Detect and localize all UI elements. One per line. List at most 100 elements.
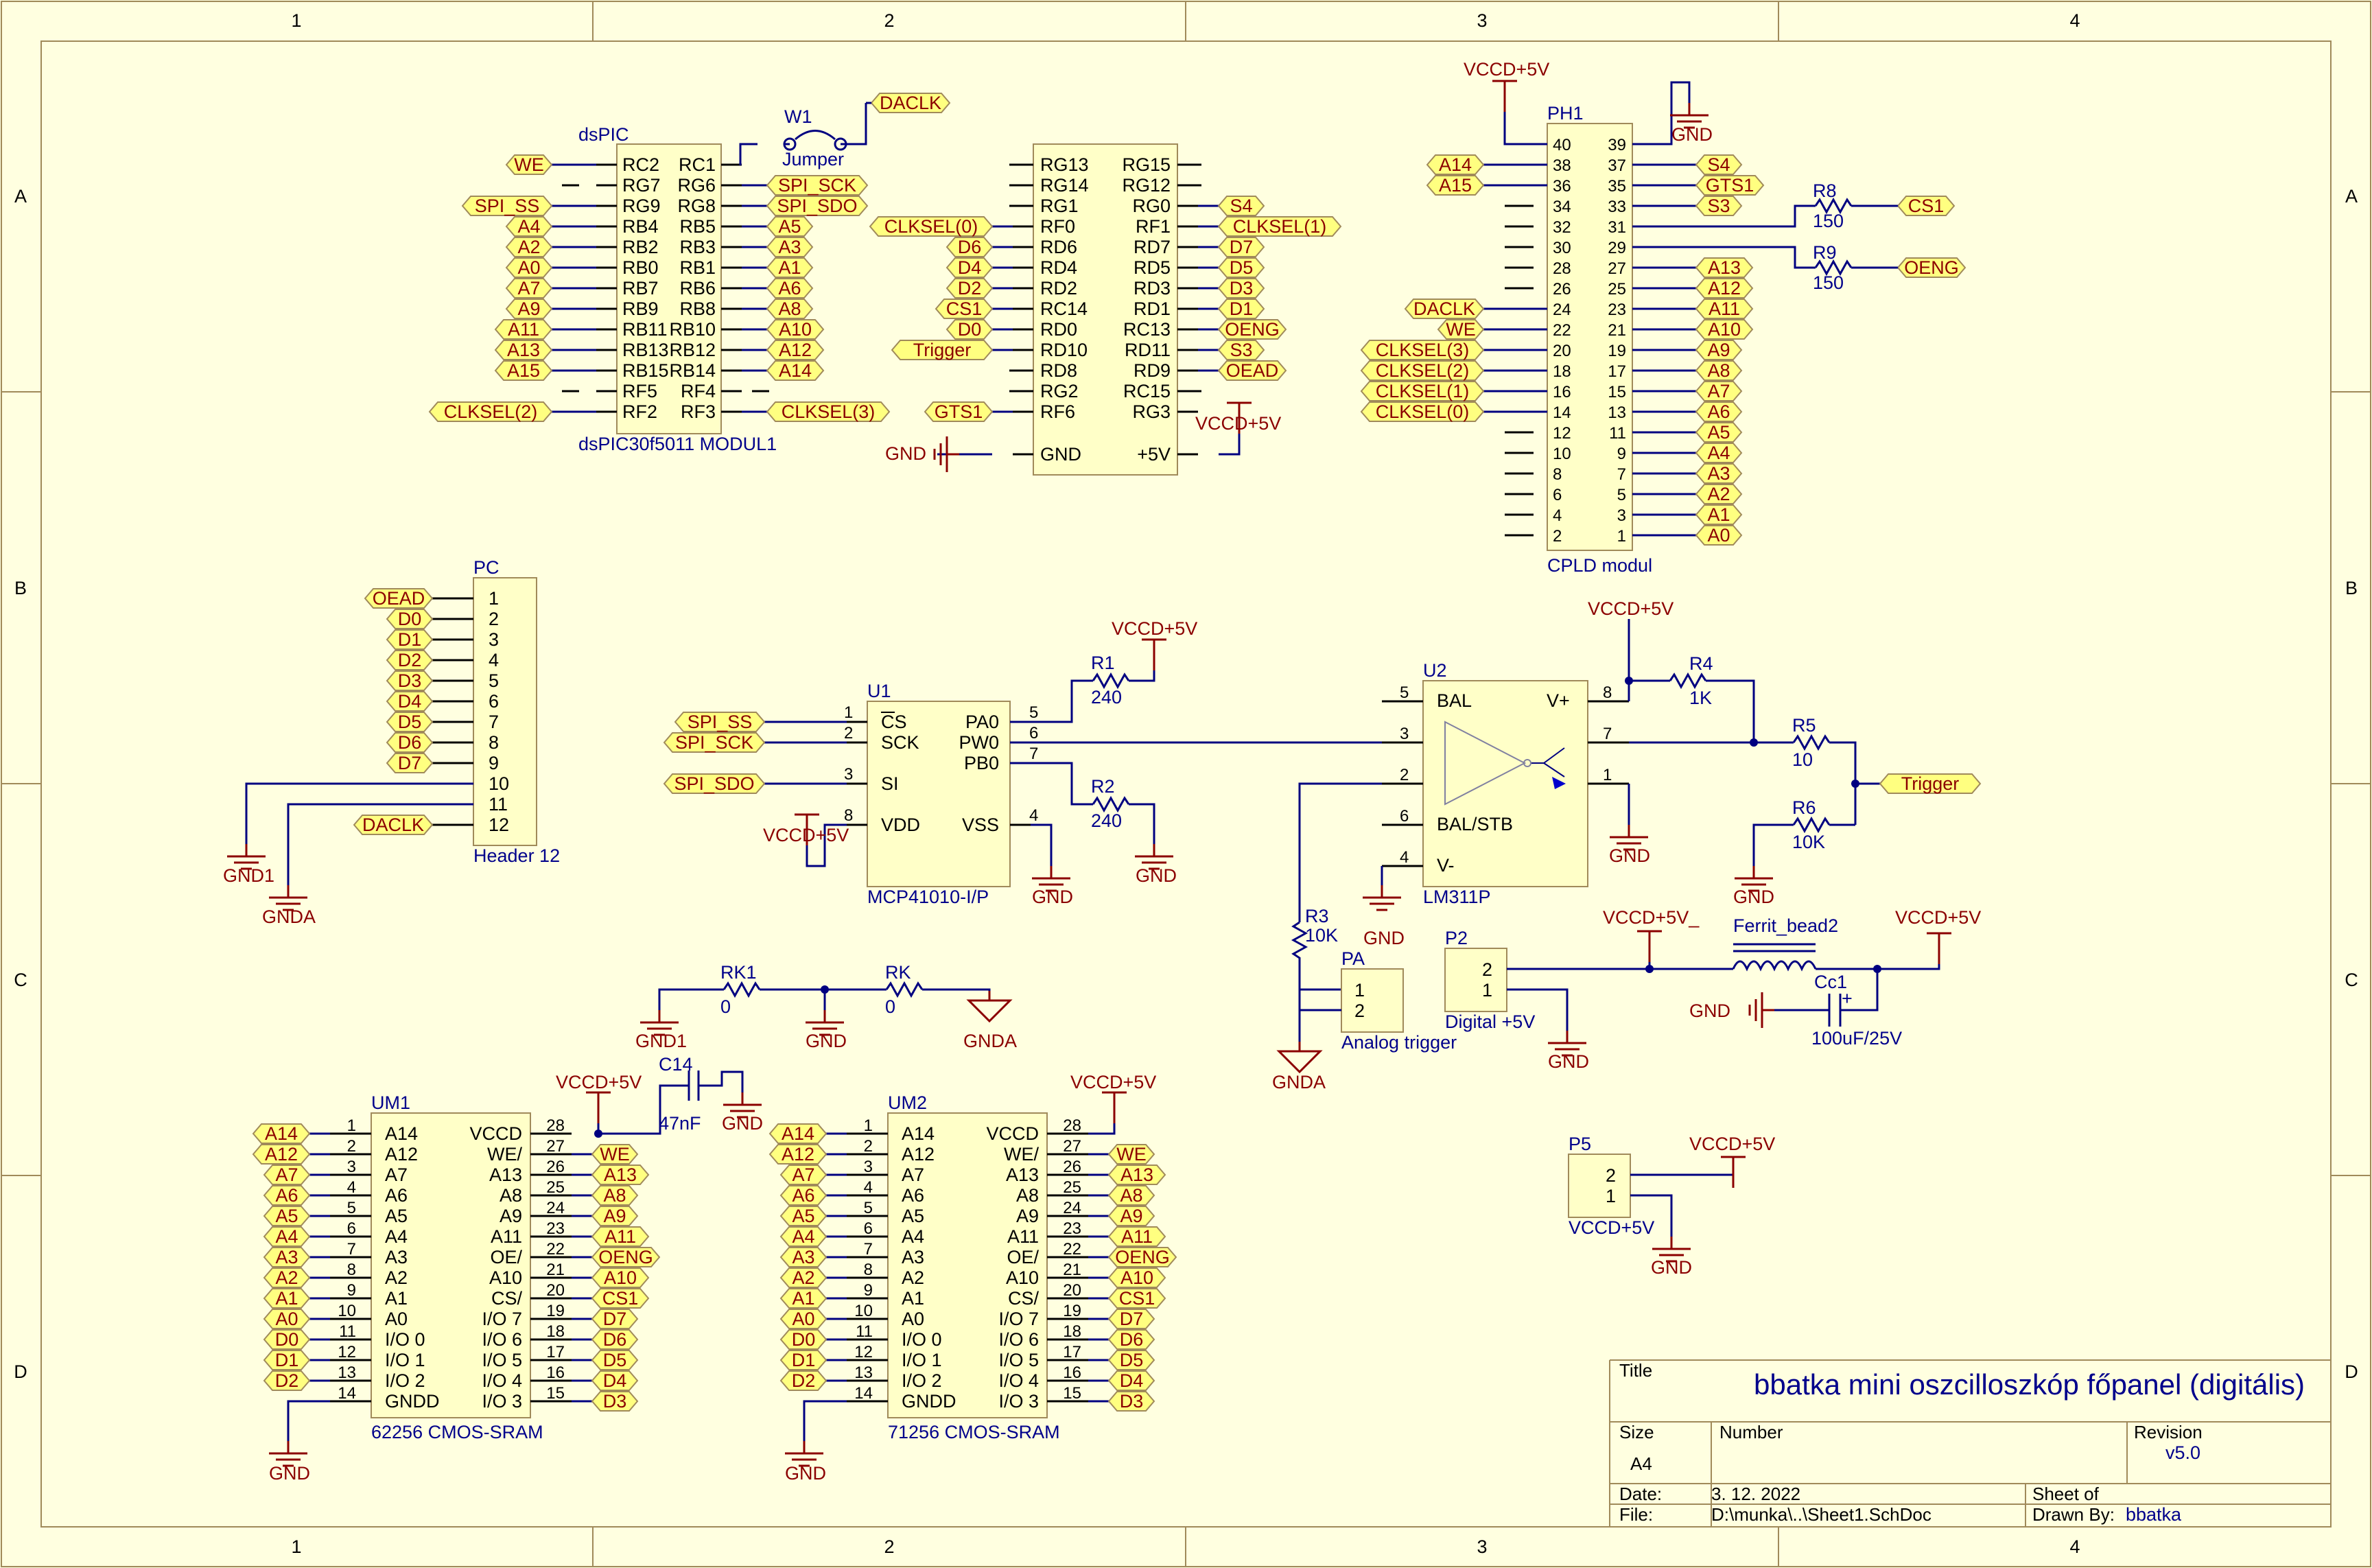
cpld-net-right[interactable]: A7 bbox=[1695, 381, 1743, 401]
r8-net[interactable]: CS1 bbox=[1897, 196, 1956, 216]
um2-pins-net-right[interactable]: OENG bbox=[1107, 1247, 1177, 1267]
mod2-net-right[interactable]: D3 bbox=[1217, 278, 1265, 299]
um1-pins-net-right[interactable]: CS1 bbox=[591, 1288, 650, 1309]
cpld-net-right[interactable]: A4 bbox=[1695, 443, 1743, 463]
dspic-net-right[interactable]: A14 bbox=[766, 360, 825, 381]
um1-pins-net-right[interactable]: A13 bbox=[591, 1165, 650, 1185]
um2-pins-net-left[interactable]: D0 bbox=[779, 1329, 827, 1350]
cpld-net-left[interactable]: CLKSEL(1) bbox=[1360, 381, 1485, 401]
dspic-net-left[interactable]: A11 bbox=[494, 319, 553, 340]
mod2-net-right[interactable]: S4 bbox=[1217, 196, 1265, 216]
pc-net[interactable]: D3 bbox=[386, 670, 434, 691]
cpld-net-right[interactable]: A5 bbox=[1695, 422, 1743, 443]
comparator-u2[interactable]: U2 LM311P BAL V+ BAL/STB V- 5 8 3 2 7 1 … bbox=[1010, 598, 1794, 948]
um2-pins-net-left[interactable]: A6 bbox=[779, 1185, 827, 1206]
resistor-r9[interactable]: R9 150 bbox=[1632, 242, 1898, 293]
cpld-net-left[interactable]: CLKSEL(2) bbox=[1360, 360, 1485, 381]
um1-pins-net-right[interactable]: D7 bbox=[591, 1309, 639, 1329]
um1-pins-net-right[interactable]: D3 bbox=[591, 1391, 639, 1412]
ferrite-bead[interactable]: VCCD+5V_ Ferrit_bead2 VCCD+5V bbox=[1603, 907, 1981, 973]
pc-net[interactable]: D1 bbox=[386, 629, 434, 650]
um1-pins-net-left[interactable]: A12 bbox=[252, 1144, 311, 1165]
mod2-net-left[interactable]: D4 bbox=[946, 257, 994, 278]
pc-net[interactable]: D6 bbox=[386, 732, 434, 753]
sram-um1[interactable]: UM1 62256 CMOS-SRAM A141A14A122A12A73A7A… bbox=[252, 1092, 661, 1484]
um1-pins-net-left[interactable]: A3 bbox=[263, 1247, 311, 1267]
dspic-net-right[interactable]: A6 bbox=[766, 278, 814, 299]
um1-pins-net-left[interactable]: A2 bbox=[263, 1267, 311, 1288]
um1-pins-net-left[interactable]: A0 bbox=[263, 1309, 311, 1329]
um2-pins-net-left[interactable]: A7 bbox=[779, 1165, 827, 1185]
trigger-net[interactable]: Trigger bbox=[1879, 773, 1982, 794]
um2-pins-net-right[interactable]: WE bbox=[1107, 1144, 1155, 1165]
resistor-rk[interactable]: GNDA RK 0 bbox=[825, 962, 1017, 1051]
connector-p2[interactable]: P2 Digital +5V 2 1 GND bbox=[1444, 928, 1733, 1072]
um2-pins-net-left[interactable]: A0 bbox=[779, 1309, 827, 1329]
um2-pins-net-right[interactable]: D7 bbox=[1107, 1309, 1155, 1329]
mod2-net-left[interactable]: D2 bbox=[946, 278, 994, 299]
resistor-r8[interactable]: R8 150 bbox=[1632, 180, 1898, 231]
connector-p5[interactable]: P5 VCCD+5V 2 1 VCCD+5V GND bbox=[1568, 1134, 1775, 1278]
cpld-module[interactable]: PH1 CPLD modul 4038A1436A15343230282624D… bbox=[1360, 59, 1966, 576]
pc-net[interactable]: OEAD bbox=[364, 588, 434, 609]
cpld-net-right[interactable]: A0 bbox=[1695, 525, 1743, 546]
um2-pins-net-left[interactable]: A5 bbox=[779, 1206, 827, 1226]
jumper-w1[interactable]: W1 Jumper bbox=[739, 102, 871, 169]
dspic-net-right[interactable]: A1 bbox=[766, 257, 814, 278]
mod2-net-right[interactable]: D5 bbox=[1217, 257, 1265, 278]
cpld-net-right[interactable]: A6 bbox=[1695, 401, 1743, 422]
mod2-net-left[interactable]: GTS1 bbox=[924, 401, 994, 422]
cpld-net-right[interactable]: A12 bbox=[1695, 278, 1754, 299]
pc-net[interactable]: D5 bbox=[386, 712, 434, 732]
um1-pins-net-left[interactable]: A1 bbox=[263, 1288, 311, 1309]
cpld-net-left[interactable]: DACLK bbox=[1404, 299, 1485, 319]
pc-net[interactable]: D2 bbox=[386, 650, 434, 670]
dspic-module[interactable]: dsPIC dsPIC30f5011 MODUL1 RC2WERG7RG9SPI… bbox=[428, 93, 951, 454]
mod2-net-left[interactable]: D0 bbox=[946, 319, 994, 340]
mod2-net-right[interactable]: OEAD bbox=[1217, 360, 1287, 381]
dspic-net-right[interactable]: SPI_SDO bbox=[766, 196, 869, 216]
mod2-net-left[interactable]: CS1 bbox=[935, 299, 994, 319]
mod2-net-right[interactable]: S3 bbox=[1217, 340, 1265, 360]
um1-pins-net-right[interactable]: A11 bbox=[591, 1226, 650, 1247]
um2-pins-net-right[interactable]: D4 bbox=[1107, 1370, 1155, 1391]
dspic-net-right[interactable]: SPI_SCK bbox=[766, 175, 869, 196]
dspic-net-right[interactable]: A10 bbox=[766, 319, 825, 340]
capacitor-cc1[interactable]: GND Cc1 100uF/25V + bbox=[1689, 969, 1902, 1049]
cpld-net-right[interactable]: A13 bbox=[1695, 257, 1754, 278]
cpld-net-right[interactable]: A2 bbox=[1695, 484, 1743, 504]
dspic-net-left[interactable]: WE bbox=[505, 154, 553, 175]
dspic-net-left[interactable]: SPI_SS bbox=[461, 196, 553, 216]
um2-pins-net-left[interactable]: A12 bbox=[768, 1144, 827, 1165]
resistor-r5[interactable]: R5 10 bbox=[1754, 715, 1857, 825]
um2-pins-net-right[interactable]: A9 bbox=[1107, 1206, 1155, 1226]
r9-net[interactable]: OENG bbox=[1897, 257, 1966, 278]
um2-pins-net-left[interactable]: A3 bbox=[779, 1247, 827, 1267]
resistor-r2[interactable]: GND R2 240 bbox=[1010, 762, 1177, 886]
cpld-net-right[interactable]: A11 bbox=[1695, 299, 1754, 319]
um2-pins-net-left[interactable]: D1 bbox=[779, 1350, 827, 1370]
mcu-module-2[interactable]: RG13RG14RG1RF0CLKSEL(0)RD6D6RD4D4RD2D2RC… bbox=[869, 143, 1342, 476]
connector-pa[interactable]: PA Analog trigger 1 2 GNDA bbox=[1272, 948, 1457, 1092]
cpld-net-right[interactable]: GTS1 bbox=[1695, 175, 1765, 196]
u1-net[interactable]: SPI_SCK bbox=[663, 732, 766, 753]
um1-pins-net-right[interactable]: D4 bbox=[591, 1370, 639, 1391]
cpld-net-right[interactable]: S3 bbox=[1695, 196, 1743, 216]
resistor-r3[interactable]: R3 10K bbox=[1291, 906, 1341, 1051]
pc-net[interactable]: D0 bbox=[386, 609, 434, 629]
mod2-net-right[interactable]: D1 bbox=[1217, 299, 1265, 319]
um2-pins-net-right[interactable]: D3 bbox=[1107, 1391, 1155, 1412]
dspic-net-right[interactable]: A5 bbox=[766, 216, 814, 237]
pc-net[interactable]: DACLK bbox=[353, 815, 434, 835]
dspic-net-left[interactable]: A9 bbox=[505, 299, 553, 319]
header-pc[interactable]: PC Header 12 1OEAD2D03D14D25D36D47D58D69… bbox=[223, 557, 560, 927]
u1-net[interactable]: SPI_SDO bbox=[663, 773, 766, 794]
cpld-net-left[interactable]: CLKSEL(0) bbox=[1360, 401, 1485, 422]
um1-pins-net-left[interactable]: D1 bbox=[263, 1350, 311, 1370]
mod2-net-left[interactable]: D6 bbox=[946, 237, 994, 257]
um1-pins-net-right[interactable]: D6 bbox=[591, 1329, 639, 1350]
cpld-net-right[interactable]: A10 bbox=[1695, 319, 1754, 340]
dspic-net-left[interactable]: A13 bbox=[494, 340, 553, 360]
cpld-net-left[interactable]: A14 bbox=[1426, 154, 1485, 175]
um1-pins-net-right[interactable]: A9 bbox=[591, 1206, 639, 1226]
